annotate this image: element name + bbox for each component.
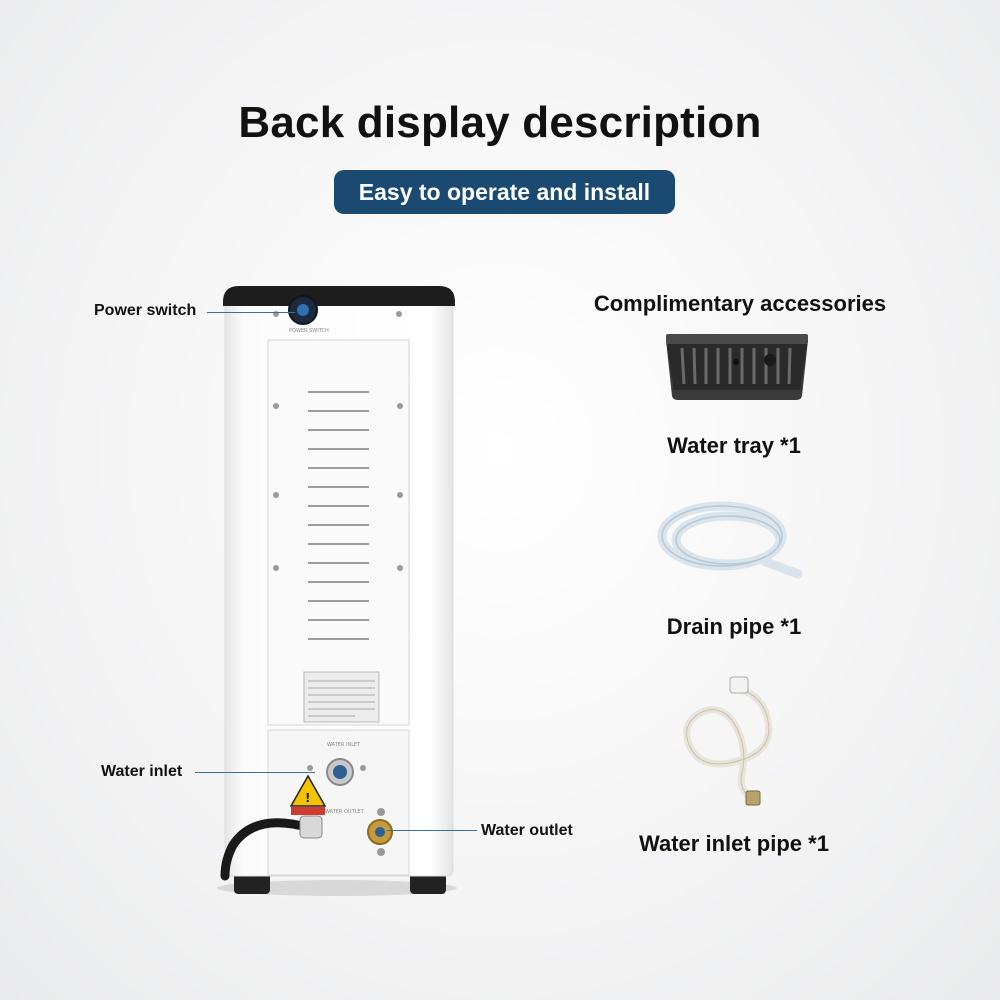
svg-text:POWER SWITCH: POWER SWITCH	[289, 328, 329, 334]
power-switch-label: Power switch	[94, 302, 197, 319]
water-outlet-leader-line	[387, 830, 477, 831]
page-title: Back display description	[238, 98, 762, 147]
water-inlet-label: Water inlet	[101, 763, 183, 780]
water-tray-icon	[666, 334, 808, 400]
water-outlet-label: Water outlet	[481, 822, 573, 839]
accessory-drain-pipe-label: Drain pipe *1	[666, 614, 802, 639]
svg-text:WATER INLET: WATER INLET	[327, 742, 361, 748]
water-inlet-pipe-icon	[683, 676, 773, 806]
svg-text:!: !	[305, 791, 310, 805]
water-inlet-leader-line	[195, 772, 315, 773]
dispenser-back-illustration: POWER SWITCH WATER INLET	[217, 286, 457, 896]
accessory-water-inlet-pipe-label: Water inlet pipe *1	[639, 831, 829, 856]
subtitle-badge: Easy to operate and install	[334, 170, 675, 214]
power-switch-leader-line	[207, 312, 295, 313]
svg-text:WATER OUTLET: WATER OUTLET	[325, 809, 365, 815]
accessory-water-tray-label: Water tray *1	[667, 433, 801, 458]
drain-pipe-icon	[657, 501, 803, 579]
accessories-heading: Complimentary accessories	[593, 291, 887, 316]
